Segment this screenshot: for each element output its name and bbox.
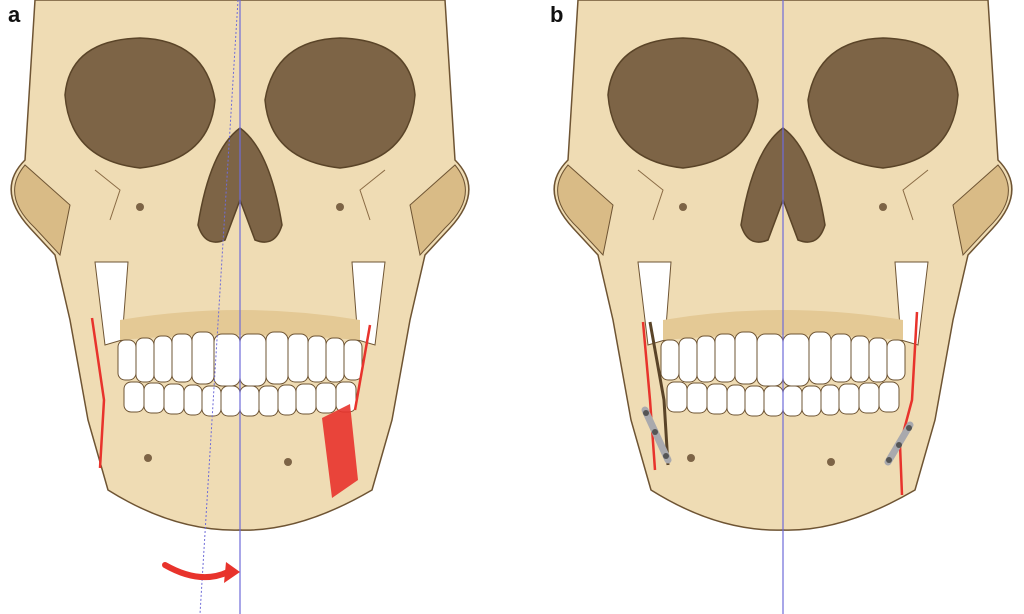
panel-label-a: a (8, 2, 21, 27)
rotation-arrow-icon (162, 562, 231, 581)
osteotomy-line-left-b (898, 311, 919, 496)
deviated-axis-a (199, 0, 239, 614)
panel-label-b: b (550, 2, 564, 27)
fixation-plate-left-b (884, 421, 914, 466)
osteotomy-line-left-a (353, 324, 372, 411)
osteotomy-line-right-a (90, 317, 106, 469)
fixation-plate-right-b (641, 406, 672, 464)
bone-resection-wedge-a (322, 404, 358, 498)
osteotomy-line-right-b (641, 321, 657, 471)
